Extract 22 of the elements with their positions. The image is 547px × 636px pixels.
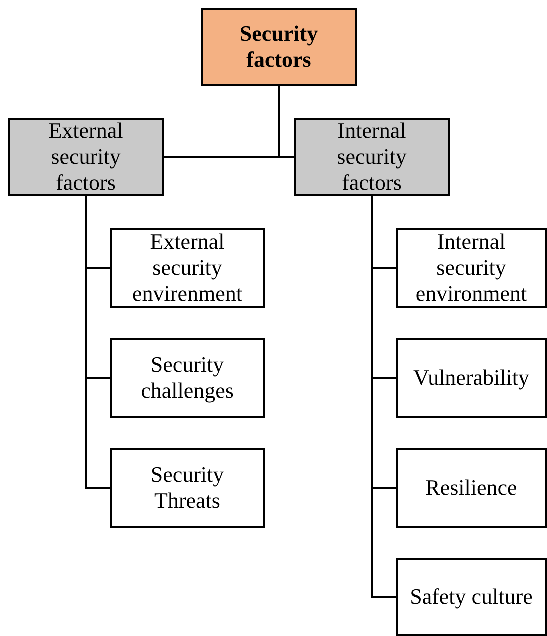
connector-line xyxy=(371,196,396,598)
factor-box xyxy=(110,228,265,308)
factor-box xyxy=(110,448,265,528)
node-label: Security challenges xyxy=(140,352,235,404)
node-label: Internal security factors xyxy=(336,118,408,196)
node-label: Resilience xyxy=(426,475,518,501)
node-label: Security factors xyxy=(238,21,320,73)
node-label: External security factors xyxy=(48,118,124,196)
factor-box xyxy=(396,558,547,636)
root-box xyxy=(201,8,357,86)
node-label: Vulnerability xyxy=(414,365,530,391)
node-label: Safety culture xyxy=(410,584,533,610)
factor-box xyxy=(396,448,547,528)
node-label: Security Threats xyxy=(150,462,226,514)
factor-box xyxy=(110,338,265,418)
factor-box xyxy=(396,228,547,308)
category-box xyxy=(8,118,164,196)
category-box xyxy=(294,118,450,196)
connector-line xyxy=(85,196,110,489)
node-label: External security envirenment xyxy=(132,229,242,307)
factor-box xyxy=(396,338,547,418)
node-label: Internal security environment xyxy=(416,229,528,307)
